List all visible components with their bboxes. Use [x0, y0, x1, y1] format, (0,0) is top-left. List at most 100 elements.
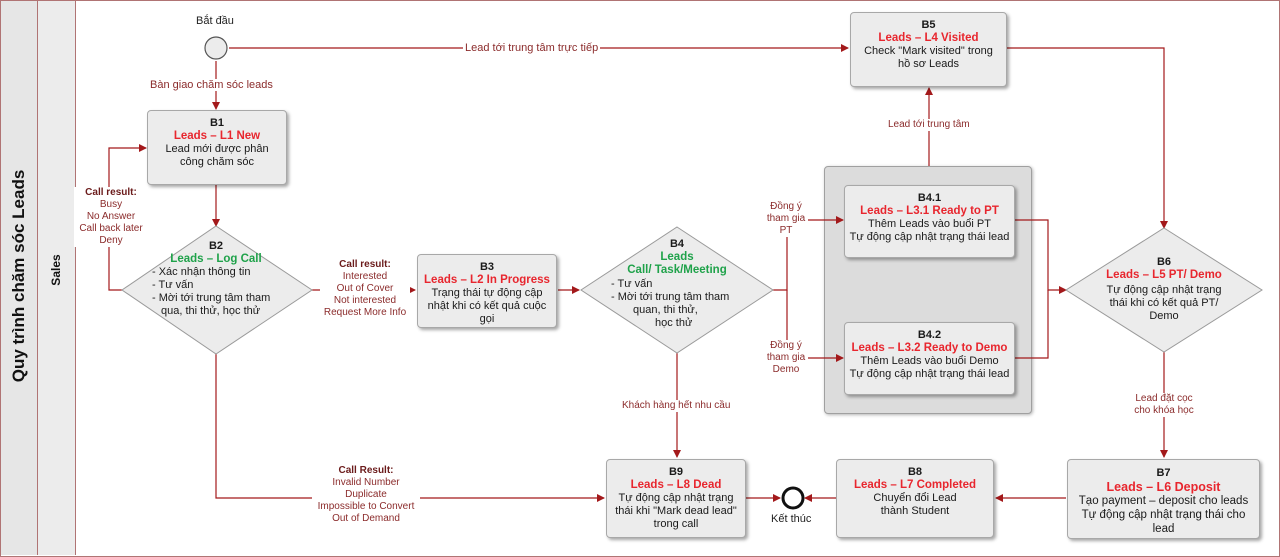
dead-2: Duplicate — [345, 489, 387, 500]
b4-line-1: - Tư vấn — [611, 278, 653, 290]
b42-line-2: Tự động cập nhật trạng thái lead — [849, 368, 1010, 380]
progress-3: Not interested — [333, 295, 397, 306]
dead-1: Invalid Number — [332, 477, 400, 488]
gateway-b4 — [580, 226, 774, 354]
deposit-2: cho khóa học — [1134, 405, 1194, 416]
b2-line-3: - Mời tới trung tâm tham — [152, 292, 271, 304]
b41-title: Leads – L3.1 Ready to PT — [860, 205, 999, 217]
edge-b5-b6 — [1007, 47, 1168, 229]
agree-demo-2: tham gia — [766, 352, 806, 363]
progress-1: Interested — [342, 271, 388, 282]
retry-2: No Answer — [86, 211, 136, 222]
gateway-b4-code: B4 — [669, 238, 685, 250]
b7-line-2: Tự động cập nhật trạng thái cho lead — [1081, 509, 1246, 535]
dead-head-text: Call Result: — [338, 465, 394, 476]
b41-line-2: Tự động cập nhật trạng thái lead — [849, 231, 1010, 243]
gateway-b4-title-2: Call/ Task/Meeting — [627, 264, 727, 276]
task-b5[interactable]: B5 Leads – L4 Visited Check "Mark visite… — [850, 12, 1007, 87]
b42-line-1: Thêm Leads vào buổi Demo — [860, 355, 999, 367]
start-event — [204, 36, 228, 60]
agree-pt-3: PT — [779, 225, 793, 236]
b5-title: Leads – L4 Visited — [878, 32, 979, 44]
b42-code: B4.2 — [917, 329, 942, 341]
label-deposit: Lead đặt cọc cho khóa học — [1128, 393, 1200, 417]
edge-b2-b9 — [215, 354, 605, 502]
b1-code: B1 — [209, 117, 225, 129]
retry-head: Call result: — [74, 187, 148, 199]
task-b7[interactable]: B7 Leads – L6 Deposit Tạo payment – depo… — [1067, 459, 1260, 539]
start-label: Bắt đầu — [196, 15, 234, 27]
retry-4: Deny — [99, 235, 123, 246]
gateway-b2-body: - Xác nhận thông tin - Tư vấn - Mời tới … — [152, 266, 312, 318]
edge-b4-b41 — [773, 216, 844, 291]
end-event — [781, 486, 805, 510]
label-handover: Bàn giao chăm sóc leads — [148, 79, 275, 91]
label-to-center: Lead tới trung tâm — [886, 119, 972, 131]
b8-title: Leads – L7 Completed — [853, 479, 977, 491]
task-b9[interactable]: B9 Leads – L8 Dead Tự động cập nhật trạn… — [606, 459, 746, 538]
task-b3[interactable]: B3 Leads – L2 In Progress Trạng thái tự … — [417, 254, 557, 328]
progress-4: Request More Info — [323, 307, 407, 318]
gateway-b2-title: Leads – Log Call — [170, 253, 262, 265]
agree-demo-1: Đồng ý — [770, 340, 802, 351]
b7-code: B7 — [1156, 467, 1171, 479]
gateway-b2-code: B2 — [208, 240, 224, 252]
progress-head-text: Call result: — [339, 259, 391, 270]
b4-line-2: - Mời tới trung tâm tham — [611, 291, 730, 303]
gateway-b2 — [121, 225, 313, 355]
gateway-b4-body: - Tư vấn - Mời tới trung tâm tham quan, … — [611, 278, 761, 330]
pool-header: Quy trình chăm sóc Leads — [1, 1, 38, 555]
label-no-need: Khách hàng hết nhu cầu — [620, 400, 733, 412]
b9-text: Tự động cập nhật trạng thái khi "Mark de… — [615, 492, 737, 530]
agree-pt-1: Đồng ý — [770, 201, 802, 212]
b5-text: Check "Mark visited" trong hồ sơ Leads — [864, 45, 993, 70]
gateway-b6-title: Leads – L5 PT/ Demo — [1106, 269, 1222, 281]
b9-code: B9 — [668, 466, 684, 478]
label-agree-pt: Đồng ý tham gia PT — [764, 201, 808, 237]
b3-title: Leads – L2 In Progress — [424, 274, 550, 286]
gateway-b4-title-1: Leads — [660, 251, 694, 263]
deposit-1: Lead đặt cọc — [1135, 393, 1193, 404]
label-progress: Call result: Interested Out of Cover Not… — [320, 259, 410, 319]
b7-title: Leads – L6 Deposit — [1106, 480, 1221, 494]
label-direct-visit: Lead tới trung tâm trực tiếp — [463, 42, 601, 54]
agree-demo-3: Demo — [772, 364, 800, 375]
task-b1[interactable]: B1 Leads – L1 New Lead mới được phân côn… — [147, 110, 287, 185]
retry-3: Call back later — [79, 223, 143, 234]
task-b4-2[interactable]: B4.2 Leads – L3.2 Ready to Demo Thêm Lea… — [844, 322, 1015, 395]
agree-pt-2: tham gia — [766, 213, 806, 224]
label-dead: Call Result: Invalid Number Duplicate Im… — [312, 465, 420, 525]
edge-b42-b6 — [1015, 290, 1049, 359]
b2-line-1: - Xác nhận thông tin — [152, 266, 251, 278]
b42-title: Leads – L3.2 Ready to Demo — [851, 342, 1008, 354]
b3-text: Trạng thái tự động cập nhật khi có kết q… — [427, 287, 547, 325]
task-b4-1[interactable]: B4.1 Leads – L3.1 Ready to PT Thêm Leads… — [844, 185, 1015, 258]
b8-text: Chuyển đổi Lead thành Student — [873, 492, 957, 517]
b41-code: B4.1 — [917, 192, 942, 204]
b5-code: B5 — [921, 19, 936, 31]
label-retry: Call result: Busy No Answer Call back la… — [74, 187, 148, 247]
gateway-b6-code: B6 — [1156, 256, 1172, 268]
edge-b41-b6 — [1015, 219, 1067, 294]
b3-code: B3 — [479, 261, 495, 273]
progress-head: Call result: — [320, 259, 410, 271]
b9-title: Leads – L8 Dead — [630, 479, 722, 491]
dead-4: Out of Demand — [332, 513, 400, 524]
gateway-b6-text: Tự động cập nhật trạng thái khi có kết q… — [1106, 284, 1222, 322]
b1-text: Lead mới được phân công chăm sóc — [165, 143, 269, 168]
label-agree-demo: Đồng ý tham gia Demo — [764, 340, 808, 376]
retry-head-text: Call result: — [85, 187, 137, 198]
b4-line-4: học thử — [655, 317, 693, 329]
dead-3: Impossible to Convert — [317, 501, 415, 512]
dead-head: Call Result: — [312, 465, 420, 477]
end-label: Kết thúc — [771, 513, 812, 525]
b2-line-2: - Tư vấn — [152, 279, 194, 291]
progress-2: Out of Cover — [336, 283, 394, 294]
b1-title: Leads – L1 New — [173, 130, 261, 142]
gateway-b6 — [1065, 227, 1263, 353]
b2-line-4: qua, thi thử, học thử — [161, 305, 261, 317]
b7-line-1: Tạo payment – deposit cho leads — [1078, 495, 1249, 507]
b41-line-1: Thêm Leads vào buổi PT — [868, 218, 991, 230]
task-b8[interactable]: B8 Leads – L7 Completed Chuyển đổi Lead … — [836, 459, 994, 538]
retry-1: Busy — [99, 199, 123, 210]
